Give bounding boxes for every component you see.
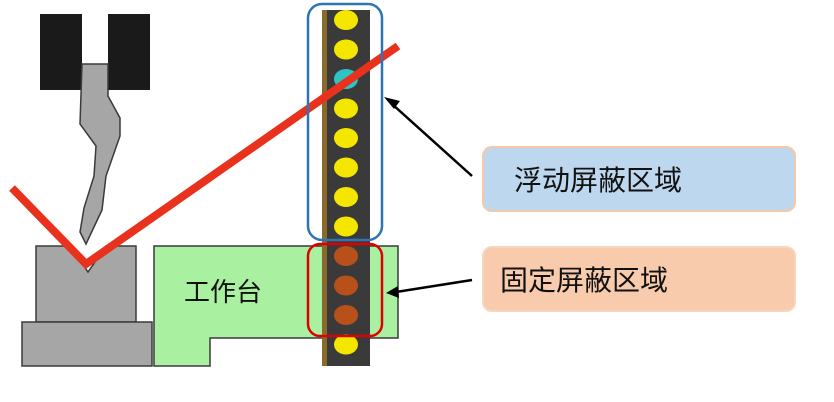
light-curtain-beam-normal (334, 128, 358, 148)
floating-zone-callout-text: 浮动屏蔽区域 (514, 164, 683, 197)
light-curtain-beam-normal (334, 39, 358, 60)
punch-holder-right (108, 14, 150, 90)
light-curtain-beams (334, 10, 358, 355)
light-curtain-beam-normal (334, 10, 358, 30)
fixed-zone-frame (306, 242, 384, 338)
light-curtain-beam-normal (334, 187, 358, 207)
floating-zone-arrow (391, 103, 473, 177)
fixed-zone-arrow (395, 278, 473, 294)
fixed-zone-callout: 固定屏蔽区域 (482, 246, 796, 312)
light-curtain-bar-edge (322, 10, 327, 366)
die-base (21, 321, 153, 367)
light-curtain-beam-fixed-blocked (334, 305, 358, 325)
lower-die (35, 245, 137, 323)
upper-punch (79, 63, 121, 246)
light-curtain-beam-normal (334, 157, 358, 178)
light-curtain-beam-fixed-blocked (334, 275, 358, 296)
light-curtain-beam-normal (334, 216, 358, 237)
light-curtain-beam-normal (334, 98, 358, 119)
floating-zone-arrowhead (384, 97, 400, 109)
fixed-zone-arrowhead (386, 286, 399, 298)
light-curtain-beam-fixed-blocked (334, 246, 358, 266)
worktable-label: 工作台 (184, 278, 263, 308)
floating-zone-callout: 浮动屏蔽区域 (482, 146, 796, 212)
light-curtain-beam-normal (334, 334, 358, 355)
fixed-zone-callout-text: 固定屏蔽区域 (500, 264, 669, 297)
bent-workpiece (9, 42, 401, 270)
floating-zone-frame (306, 2, 384, 242)
punch-holder-left (40, 14, 82, 90)
